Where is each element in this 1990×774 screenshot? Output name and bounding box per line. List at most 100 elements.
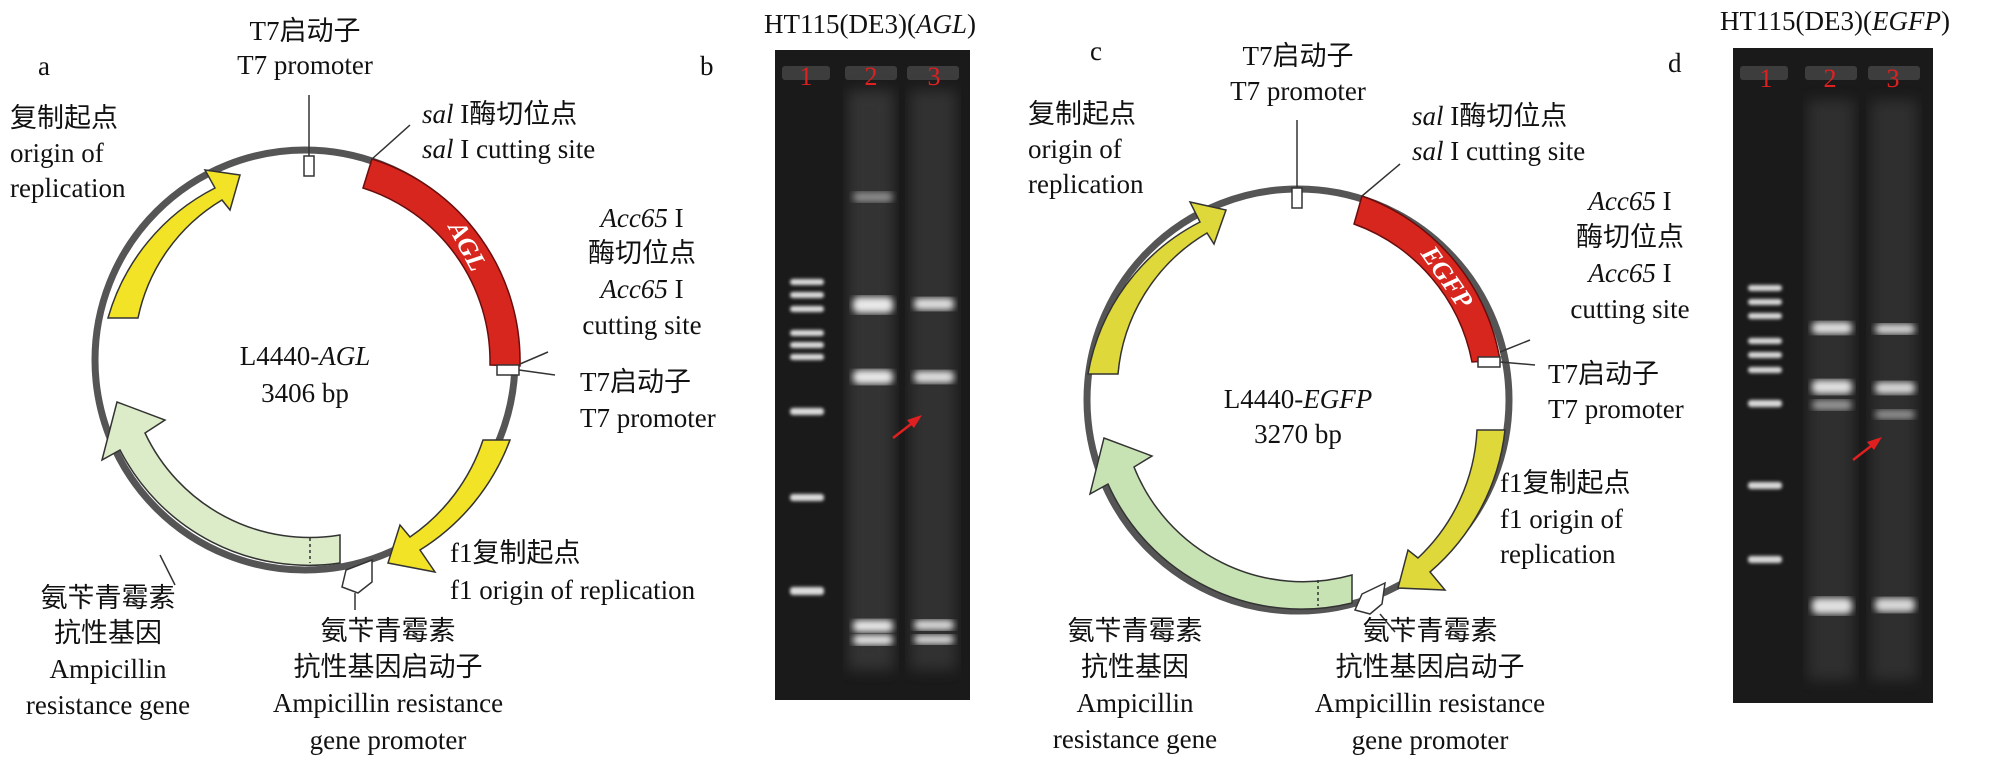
- gel-d-lane-number: 1: [1760, 64, 1773, 93]
- amp-resistance-arrow: [100, 401, 341, 567]
- f1-label-en1: f1 origin of: [1500, 504, 1623, 534]
- panel-label-b: b: [700, 51, 714, 81]
- sal-label-cn: sal I酶切位点: [422, 99, 577, 129]
- t7-top-label-en: T7 promoter: [1230, 76, 1366, 106]
- amp-label-en1: Ampicillin: [1077, 688, 1194, 718]
- t7-top-marker: [1291, 187, 1303, 209]
- gel-d-lane-number: 3: [1887, 64, 1900, 93]
- promoter-leader: [1379, 613, 1396, 633]
- t7-top-label-en: T7 promoter: [237, 50, 373, 80]
- gel-panel-b: b HT115(DE3)(AGL): [700, 9, 976, 700]
- t7-right-marker: [1477, 356, 1501, 368]
- amp-leader: [159, 554, 176, 586]
- promoter-label-cn1: 氨苄青霉素: [1363, 616, 1498, 646]
- acc-label-1: Acc65 I: [598, 203, 683, 233]
- promoter-label-en2: gene promoter: [310, 725, 467, 755]
- f1-label-cn: f1复制起点: [450, 538, 581, 568]
- plasmid-name: L4440-AGL: [240, 341, 371, 371]
- amp-label-cn2: 抗性基因: [54, 618, 162, 648]
- amp-promoter-arrow: [1353, 581, 1386, 615]
- insert-gene-arc: [362, 158, 521, 367]
- gel-b-title: HT115(DE3)(AGL): [764, 9, 976, 39]
- t7-right-leader: [1499, 361, 1536, 366]
- gel-d-well: [1805, 66, 1857, 80]
- gel-d-title: HT115(DE3)(EGFP): [1720, 6, 1950, 36]
- sal-leader: [1361, 163, 1401, 197]
- gel-b-ladder: [790, 279, 824, 595]
- f1-label-cn: f1复制起点: [1500, 468, 1631, 498]
- plasmid-size: 3270 bp: [1254, 419, 1342, 449]
- gel-b-lane-number: 1: [800, 62, 813, 91]
- promoter-label-en1: Ampicillin resistance: [273, 688, 503, 718]
- acc-label-cn: 酶切位点: [1576, 222, 1684, 252]
- acc-leader: [1499, 339, 1531, 353]
- sal-label-cn: sal I酶切位点: [1412, 101, 1567, 131]
- t7-top-label-cn: T7启动子: [1243, 41, 1354, 71]
- plasmid-map-c: c EGFP L4440-EGFP 3270 bp T7启动子 T7 promo…: [1028, 36, 1690, 755]
- promoter-label-cn2: 抗性基因启动子: [294, 652, 483, 682]
- t7-right-label-en: T7 promoter: [580, 403, 716, 433]
- ori-label-en2: replication: [1028, 169, 1144, 199]
- f1-label-en: f1 origin of replication: [450, 575, 696, 605]
- amp-label-cn1: 氨苄青霉素: [1068, 616, 1203, 646]
- gel-d-lane-number: 2: [1824, 64, 1837, 93]
- amp-label-en2: resistance gene: [1053, 724, 1217, 754]
- f1-origin-arrow: [387, 439, 512, 574]
- acc-label-2: Acc65 I: [1586, 258, 1671, 288]
- gel-d-well: [1868, 66, 1920, 80]
- f1-label-en2: replication: [1500, 539, 1616, 569]
- acc-label-1: Acc65 I: [1586, 186, 1671, 216]
- gel-b-well: [845, 66, 897, 80]
- sal-leader: [371, 124, 411, 160]
- gel-b-lane3-bands: [914, 298, 954, 644]
- acc-label-cn: 酶切位点: [588, 238, 696, 268]
- ori-label-cn: 复制起点: [1028, 99, 1136, 129]
- promoter-label-en1: Ampicillin resistance: [1315, 688, 1545, 718]
- sal-label-en: sal I cutting site: [1412, 136, 1585, 166]
- ori-label-en1: origin of: [10, 138, 104, 168]
- insert-gene-arc: [1353, 195, 1501, 363]
- panel-label-a: a: [38, 51, 50, 81]
- gel-panel-d: d HT115(DE3)(EGFP): [1668, 6, 1950, 703]
- ori-label-cn: 复制起点: [10, 103, 118, 133]
- amp-label-cn1: 氨苄青霉素: [41, 583, 176, 613]
- t7-top-label-cn: T7启动子: [250, 16, 361, 46]
- t7-right-label-en: T7 promoter: [1548, 394, 1684, 424]
- panel-label-c: c: [1090, 36, 1102, 66]
- ori-label-en1: origin of: [1028, 134, 1122, 164]
- amp-label-en1: Ampicillin: [50, 654, 167, 684]
- gel-d-ladder: [1748, 285, 1782, 563]
- t7-right-label-cn: T7启动子: [1548, 359, 1659, 389]
- plasmid-map-a: a AGL L4440-AGL 3406 bp T7启动子 T7 promote…: [10, 16, 716, 755]
- t7-right-label-cn: T7启动子: [580, 367, 691, 397]
- gel-b-lane-number: 2: [865, 62, 878, 91]
- amp-promoter-arrow: [341, 558, 373, 594]
- plasmid-size: 3406 bp: [261, 378, 349, 408]
- amp-label-en2: resistance gene: [26, 690, 190, 720]
- gel-d-lane3-bands: [1875, 324, 1915, 612]
- promoter-label-en2: gene promoter: [1352, 725, 1509, 755]
- origin-arrow: [1087, 200, 1227, 375]
- gel-b-red-arrow-icon: [892, 415, 922, 439]
- t7-right-leader: [518, 369, 556, 376]
- acc-label-en: cutting site: [582, 310, 701, 340]
- gel-b-lane2-bands: [853, 192, 893, 645]
- gel-d-red-arrow-icon: [1852, 437, 1882, 461]
- promoter-label-cn2: 抗性基因启动子: [1336, 652, 1525, 682]
- acc-label-2: Acc65 I: [598, 274, 683, 304]
- amp-resistance-arrow: [1088, 437, 1353, 610]
- gel-b-lane-number: 3: [928, 62, 941, 91]
- plasmid-name: L4440-EGFP: [1224, 384, 1372, 414]
- acc-label-en: cutting site: [1570, 294, 1689, 324]
- promoter-label-cn1: 氨苄青霉素: [321, 616, 456, 646]
- t7-right-marker: [496, 364, 520, 376]
- ori-label-en2: replication: [10, 173, 126, 203]
- gel-d-lane2-bands: [1812, 322, 1852, 614]
- acc-leader: [519, 351, 549, 365]
- f1-origin-arrow: [1397, 429, 1506, 591]
- gel-b-well: [782, 66, 830, 80]
- gel-b-well: [907, 66, 959, 80]
- gel-d-well: [1740, 66, 1788, 80]
- t7-top-marker: [303, 155, 315, 177]
